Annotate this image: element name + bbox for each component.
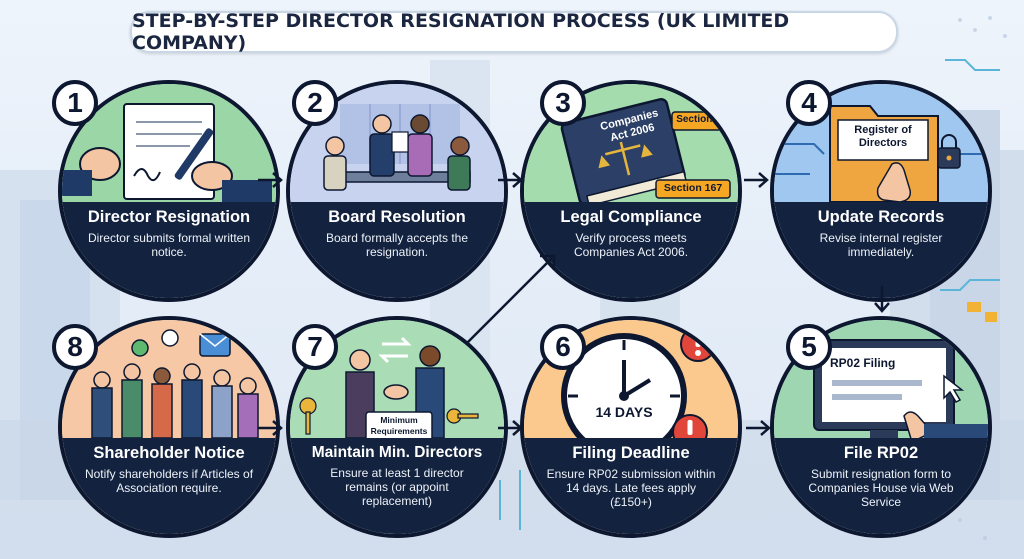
step-1-director-resignation: Director Resignation Director submits fo… — [58, 80, 280, 302]
arrow-step4-to-step5 — [874, 286, 890, 313]
step-4-label: Update Records Revise internal register … — [774, 202, 988, 298]
arrow-step5-to-step6 — [746, 420, 771, 436]
step-8-title: Shareholder Notice — [93, 444, 245, 462]
step-3-label: Legal Compliance Verify process meets Co… — [524, 202, 738, 298]
rp02-screen-label: RP02 Filing — [830, 356, 896, 370]
step-8-label: Shareholder Notice Notify shareholders i… — [62, 438, 276, 534]
step-3-description: Verify process meets Companies Act 2006. — [573, 231, 689, 259]
step-5-file-rp02: RP02 Filing File RP02 Submit resignation… — [770, 316, 992, 538]
step-7-description: Ensure at least 1 director remains (or a… — [330, 466, 464, 508]
arrow-step6-to-step7 — [498, 420, 523, 436]
step-6-number-badge: 6 — [540, 324, 586, 370]
step-8-number-badge: 8 — [52, 324, 98, 370]
step-2-title: Board Resolution — [328, 208, 466, 226]
arrow-step2-to-step3 — [498, 172, 523, 188]
section-tag-bottom: Section 167 — [663, 182, 723, 194]
step-4-number-badge: 4 — [786, 80, 832, 126]
step-3-title: Legal Compliance — [560, 208, 702, 226]
step-7-label: Maintain Min. Directors Ensure at least … — [290, 438, 504, 534]
step-1-label: Director Resignation Director submits fo… — [62, 202, 276, 298]
step-5-description: Submit resignation form to Companies Hou… — [808, 467, 954, 509]
step-8-shareholder-notice: Shareholder Notice Notify shareholders i… — [58, 316, 280, 538]
step-8-description: Notify shareholders if Articles of Assoc… — [84, 467, 254, 495]
minimum-requirements-sign: Minimum Requirements — [370, 415, 428, 436]
section-tag-top: Section 167 — [676, 114, 732, 125]
step-6-label: Filing Deadline Ensure RP02 submission w… — [524, 438, 738, 534]
step-1-number-badge: 1 — [52, 80, 98, 126]
step-5-title: File RP02 — [843, 444, 919, 462]
step-7-title: Maintain Min. Directors — [311, 444, 483, 461]
step-2-number-badge: 2 — [292, 80, 338, 126]
arrow-step3-to-step4 — [744, 172, 769, 188]
step-1-description: Director submits formal written notice. — [87, 231, 251, 259]
step-5-number-badge: 5 — [786, 324, 832, 370]
step-1-title: Director Resignation — [87, 208, 251, 226]
step-3-number-badge: 3 — [540, 80, 586, 126]
arrow-step7-to-step8 — [258, 420, 283, 436]
step-6-description: Ensure RP02 submission within 14 days. L… — [546, 467, 716, 509]
register-folder-label: Register of Directors — [854, 124, 912, 149]
step-3-legal-compliance: Companies Act 2006 Section 167 Section 1… — [520, 80, 742, 302]
arrow-step1-to-step2 — [258, 172, 283, 188]
clock-deadline-label: 14 DAYS — [595, 404, 653, 420]
step-5-label: File RP02 Submit resignation form to Com… — [774, 438, 988, 534]
step-2-label: Board Resolution Board formally accepts … — [290, 202, 504, 298]
step-4-title: Update Records — [817, 208, 945, 226]
step-2-description: Board formally accepts the resignation. — [325, 231, 469, 259]
step-4-description: Revise internal register immediately. — [819, 231, 943, 259]
step-6-title: Filing Deadline — [572, 444, 690, 462]
step-7-number-badge: 7 — [292, 324, 338, 370]
arrow-step7-to-step3-diagonal — [465, 254, 556, 345]
page-title: STEP-BY-STEP DIRECTOR RESIGNATION PROCES… — [130, 10, 898, 54]
